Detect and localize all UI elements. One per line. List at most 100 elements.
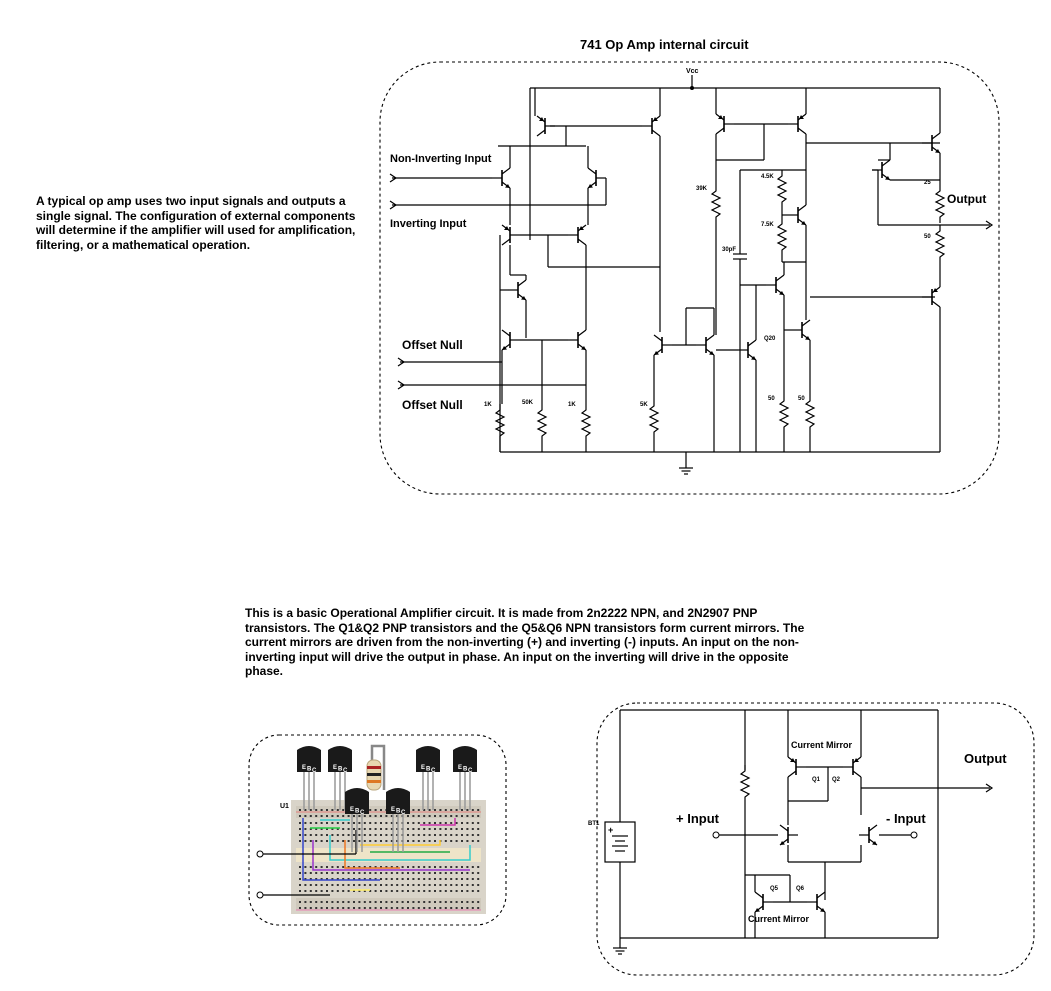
breadboard-hole [315, 884, 318, 886]
breadboard-hole [444, 866, 447, 868]
r-50k-label: 50K [522, 400, 534, 406]
op-amp-741-schematic: Vcc Non-Inverting Input Inverting Input [379, 61, 1000, 495]
breadboard-hole [396, 828, 399, 830]
breadboard-hole [455, 822, 458, 824]
breadboard-hole [417, 872, 420, 874]
breadboard-hole [353, 866, 355, 868]
breadboard-hole [347, 815, 350, 817]
breadboard-hole [417, 901, 420, 903]
breadboard-hole [412, 866, 415, 868]
breadboard-hole [455, 884, 458, 886]
intro-paragraph: A typical op amp uses two input signals … [36, 194, 356, 252]
breadboard-hole [299, 834, 301, 836]
breadboard-hole [326, 815, 328, 817]
q20-label: Q20 [764, 336, 776, 342]
plus-input-terminal[interactable] [712, 831, 720, 839]
breadboard-hole [390, 907, 393, 909]
breadboard-hole [428, 809, 431, 811]
breadboard-hole [471, 872, 474, 874]
breadboard-hole [466, 866, 469, 868]
breadboard-hole [363, 901, 366, 903]
breadboard-hole [320, 834, 323, 836]
breadboard-hole [304, 866, 307, 868]
breadboard-hole [304, 907, 307, 909]
breadboard-hole [353, 815, 355, 817]
breadboard-hole [374, 878, 377, 880]
breadboard-hole [390, 828, 393, 830]
svg-text:+: + [608, 825, 613, 835]
breadboard-hole [363, 907, 366, 909]
breadboard-hole [331, 890, 334, 892]
breadboard-hole [450, 878, 453, 880]
breadboard-hole [423, 878, 426, 880]
minus-input-terminal[interactable] [910, 831, 918, 839]
breadboard-hole [309, 884, 312, 886]
breadboard-hole [363, 840, 366, 842]
breadboard-hole [331, 884, 334, 886]
breadboard-hole [390, 901, 393, 903]
breadboard-hole [477, 840, 480, 842]
breadboard-hole [407, 872, 409, 874]
breadboard-hole [450, 907, 453, 909]
breadboard-hole [450, 822, 453, 824]
breadboard-hole [390, 872, 393, 874]
breadboard-hole [385, 840, 388, 842]
breadboard-hole [434, 828, 436, 830]
breadboard-hole [347, 890, 350, 892]
breadboard-hole [412, 840, 415, 842]
breadboard-hole [347, 884, 350, 886]
breadboard-hole [390, 890, 393, 892]
breadboard-hole [309, 878, 312, 880]
breadboard-hole [407, 907, 409, 909]
breadboard-hole [423, 901, 426, 903]
breadboard-hole [466, 872, 469, 874]
pin-label: C [312, 768, 317, 774]
breadboard-hole [358, 878, 361, 880]
breadboard-hole [461, 840, 463, 842]
breadboard-hole [320, 866, 323, 868]
breadboard-hole [320, 901, 323, 903]
breadboard-hole [385, 878, 388, 880]
breadboard-hole [434, 809, 436, 811]
offset-null-label-2: Offset Null [402, 398, 463, 412]
breadboard-hole [439, 872, 442, 874]
breadboard-hole [439, 815, 442, 817]
breadboard-hole [385, 872, 388, 874]
breadboard-hole [380, 840, 382, 842]
battery-bt1 [604, 821, 636, 863]
breadboard-hole [461, 822, 463, 824]
q1-transistor [491, 167, 511, 189]
current-mirror-bottom-label: Current Mirror [748, 914, 810, 924]
breadboard-hole [450, 828, 453, 830]
breadboard-hole [477, 834, 480, 836]
breadboard-hole [466, 907, 469, 909]
ground-icon [678, 467, 694, 475]
breadboard-hole [304, 890, 307, 892]
breadboard-hole [417, 834, 420, 836]
breadboard-hole [336, 890, 339, 892]
breadboard-hole [423, 828, 426, 830]
non-inverting-input-label: Non-Inverting Input [390, 153, 492, 165]
pin-label: B [463, 767, 468, 773]
basic-schematic-boundary [596, 702, 1035, 976]
breadboard-hole [347, 834, 350, 836]
pin-label: B [426, 767, 431, 773]
r-5k-label: 5K [640, 402, 648, 408]
breadboard-hole [477, 884, 480, 886]
breadboard-hole [434, 890, 436, 892]
breadboard-hole [374, 828, 377, 830]
breadboard-hole [380, 834, 382, 836]
breadboard-hole [428, 872, 431, 874]
breadboard-hole [315, 822, 318, 824]
breadboard-hole [434, 901, 436, 903]
breadboard-hole [466, 834, 469, 836]
r-4-5k-label: 4.5K [761, 174, 774, 180]
resistor-50k [537, 403, 547, 443]
pin-label: E [421, 765, 425, 771]
resistor-50-b [805, 394, 815, 434]
breadboard-hole [434, 866, 436, 868]
breadboard-hole [439, 809, 442, 811]
breadboard-hole [428, 840, 431, 842]
basic-circuit-paragraph: This is a basic Operational Amplifier ci… [245, 606, 805, 678]
